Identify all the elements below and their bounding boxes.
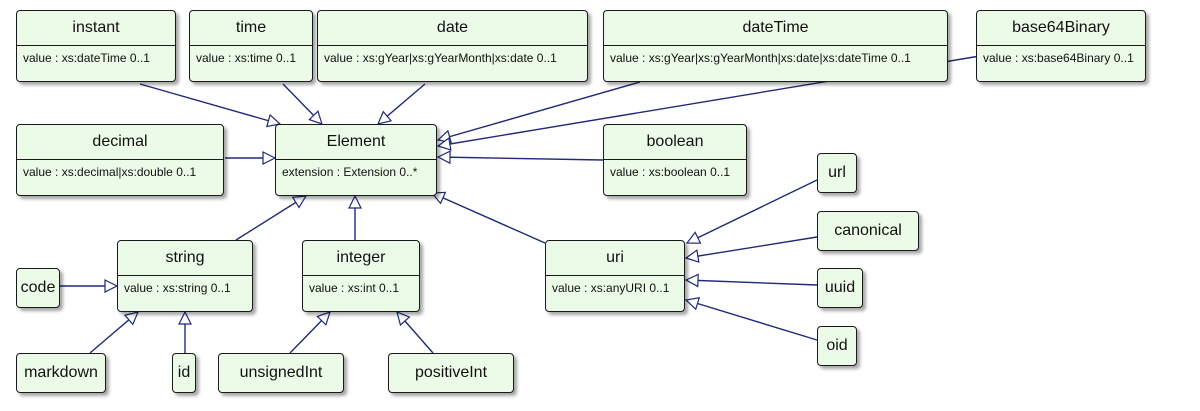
class-date-attr: value : xs:gYear|xs:gYearMonth|xs:date 0… [324, 51, 557, 65]
class-positiveint[interactable]: positiveInt [388, 353, 514, 393]
class-string[interactable]: string value : xs:string 0..1 [117, 240, 253, 312]
class-uri-name: uri [546, 241, 684, 276]
class-integer-name: integer [303, 241, 419, 276]
class-uuid[interactable]: uuid [817, 268, 863, 308]
class-id[interactable]: id [172, 353, 196, 393]
class-boolean[interactable]: boolean value : xs:boolean 0..1 [603, 124, 747, 196]
class-time[interactable]: time value : xs:time 0..1 [189, 10, 313, 82]
class-positiveint-name: positiveInt [414, 364, 488, 381]
class-decimal-name: decimal [17, 125, 223, 160]
conn-markdown-string [89, 312, 138, 354]
class-code[interactable]: code [16, 268, 60, 308]
conn-datetime-element [438, 81, 641, 140]
class-datetime[interactable]: dateTime value : xs:gYear|xs:gYearMonth|… [603, 10, 948, 82]
conn-canonical-uri [686, 236, 818, 258]
class-integer[interactable]: integer value : xs:int 0..1 [302, 240, 420, 312]
class-datetime-name: dateTime [604, 11, 947, 46]
class-decimal[interactable]: decimal value : xs:decimal|xs:double 0..… [16, 124, 224, 196]
class-element-attr: extension : Extension 0..* [282, 165, 418, 179]
class-time-name: time [190, 11, 312, 46]
class-unsignedint[interactable]: unsignedInt [218, 353, 344, 393]
class-unsignedint-name: unsignedInt [239, 364, 323, 381]
conn-uuid-uri [686, 280, 818, 285]
conn-url-uri [687, 179, 818, 243]
class-date-name: date [318, 11, 587, 46]
class-oid[interactable]: oid [817, 326, 857, 366]
conn-positiveint-integer [397, 312, 434, 354]
class-element[interactable]: Element extension : Extension 0..* [275, 124, 437, 196]
class-instant-attr: value : xs:dateTime 0..1 [23, 51, 150, 65]
class-canonical-name: canonical [834, 222, 902, 239]
class-url[interactable]: url [817, 153, 857, 193]
class-decimal-attr: value : xs:decimal|xs:double 0..1 [23, 165, 197, 179]
class-id-name: id [177, 364, 191, 381]
class-canonical[interactable]: canonical [817, 211, 919, 251]
class-element-name: Element [276, 125, 436, 160]
class-uri[interactable]: uri value : xs:anyURI 0..1 [545, 240, 685, 312]
class-date[interactable]: date value : xs:gYear|xs:gYearMonth|xs:d… [317, 10, 588, 82]
class-instant-name: instant [17, 11, 175, 46]
conn-oid-uri [686, 300, 818, 341]
class-string-attr: value : xs:string 0..1 [124, 281, 231, 295]
class-uri-attr: value : xs:anyURI 0..1 [552, 281, 670, 295]
class-base64binary[interactable]: base64Binary value : xs:base64Binary 0..… [976, 10, 1146, 82]
class-code-name: code [20, 279, 56, 296]
class-uuid-name: uuid [824, 279, 856, 296]
class-boolean-name: boolean [604, 125, 746, 160]
conn-string-element [235, 196, 306, 241]
class-instant[interactable]: instant value : xs:dateTime 0..1 [16, 10, 176, 82]
class-datetime-attr: value : xs:gYear|xs:gYearMonth|xs:date|x… [610, 51, 911, 65]
class-url-name: url [828, 164, 846, 181]
conn-boolean-element [438, 157, 604, 160]
conn-time-element [282, 83, 322, 124]
class-oid-name: oid [826, 337, 848, 354]
conn-date-element [378, 83, 426, 124]
class-markdown[interactable]: markdown [16, 353, 106, 393]
class-markdown-name: markdown [24, 364, 98, 381]
conn-unsignedint-integer [289, 312, 330, 354]
conn-instant-element [139, 83, 280, 124]
class-base64binary-name: base64Binary [977, 11, 1145, 46]
class-boolean-attr: value : xs:boolean 0..1 [610, 165, 731, 179]
class-time-attr: value : xs:time 0..1 [196, 51, 297, 65]
class-string-name: string [118, 241, 252, 276]
class-base64binary-attr: value : xs:base64Binary 0..1 [983, 51, 1134, 65]
class-integer-attr: value : xs:int 0..1 [309, 281, 400, 295]
conn-uri-element [432, 193, 546, 244]
